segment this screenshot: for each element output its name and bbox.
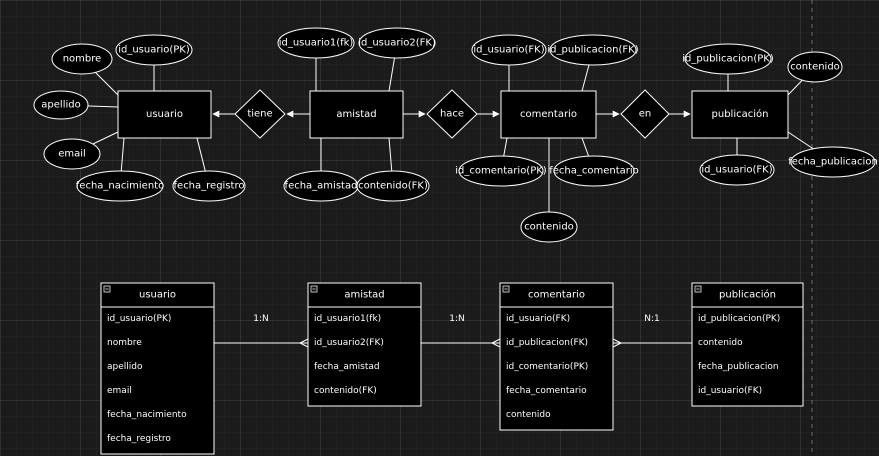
attribute-a_id1[interactable] xyxy=(277,27,355,59)
attribute-u_apellido[interactable] xyxy=(33,90,89,120)
er-diagram: id_usuario(PK)nombre apellido email fecha_n… xyxy=(33,27,878,243)
attribute-c_cont[interactable] xyxy=(520,211,578,243)
crowfoot-mark xyxy=(299,342,309,348)
attribute-u_id[interactable] xyxy=(115,34,193,66)
table-title: publicación xyxy=(719,289,776,301)
relationship-label: tiene xyxy=(247,109,272,120)
attribute-label: id_usuario2(FK) xyxy=(358,38,436,49)
table-field: id_usuario(PK) xyxy=(107,314,171,324)
attribute-label: id_publicacion(FK) xyxy=(547,45,638,56)
attribute-label: contenido xyxy=(524,222,574,233)
entity-publicacion[interactable] xyxy=(691,90,789,139)
table-comentario[interactable]: comentario id_usuario(FK) id_publicacion(F… xyxy=(499,282,614,431)
table-field: fecha_publicacion xyxy=(698,362,779,372)
table-frame xyxy=(307,282,422,407)
attribute-label: id_usuario(FK) xyxy=(701,165,772,176)
attribute-p_iduser[interactable] xyxy=(699,154,775,186)
table-title: usuario xyxy=(139,290,176,301)
attribute-u_email[interactable] xyxy=(43,138,101,170)
attribute-u_reg[interactable] xyxy=(172,170,246,202)
table-frame xyxy=(691,282,804,407)
attribute-u_nac[interactable] xyxy=(76,170,164,202)
table-field: contenido xyxy=(506,410,551,420)
attribute-c_iduser[interactable] xyxy=(471,34,547,66)
attribute-label: apellido xyxy=(41,100,80,111)
attribute-label: fecha_nacimiento xyxy=(76,181,164,192)
table-usuario[interactable]: usuario id_usuario(PK)nombre apellido email… xyxy=(100,282,215,455)
relationship-label: hace xyxy=(440,109,464,120)
table-field: fecha_nacimiento xyxy=(107,410,187,420)
attribute-label: fecha_publicacion xyxy=(788,157,878,168)
table-frame xyxy=(100,282,215,455)
table-field: id_comentario(PK) xyxy=(506,362,588,372)
entity-label: amistad xyxy=(336,109,376,120)
attribute-label: nombre xyxy=(63,54,102,65)
attribute-p_id[interactable] xyxy=(684,43,772,75)
attribute-label: contenido xyxy=(790,62,840,73)
cardinality-label: 1:N xyxy=(449,314,465,324)
crowfoot-mark xyxy=(491,342,501,348)
crowfoot-mark xyxy=(491,338,501,344)
cardinality-label: 1:N xyxy=(253,314,269,324)
crowfoot-mark xyxy=(299,338,309,344)
table-field: apellido xyxy=(107,362,143,372)
attribute-label: contenido(FK) xyxy=(358,181,428,192)
attribute-label: fecha_registro xyxy=(174,181,245,192)
entity-label: comentario xyxy=(520,109,577,120)
attribute-label: email xyxy=(58,149,86,160)
table-field: id_usuario2(FK) xyxy=(314,338,384,348)
cardinality-label: N:1 xyxy=(644,314,660,324)
table-field: contenido(FK) xyxy=(314,386,377,396)
crowfoot-mark xyxy=(612,338,622,344)
attribute-label: id_usuario(FK) xyxy=(473,45,544,56)
table-field: fecha_amistad xyxy=(314,362,380,372)
entity-usuario[interactable] xyxy=(117,90,212,139)
table-field: id_publicacion(PK) xyxy=(698,314,780,324)
attribute-a_id2[interactable] xyxy=(358,27,436,59)
attribute-label: fecha_amistad xyxy=(285,181,358,192)
table-field: id_usuario(FK) xyxy=(698,386,762,396)
table-field: id_publicacion(FK) xyxy=(506,338,588,348)
relationship-tiene[interactable] xyxy=(234,89,286,139)
attribute-label: id_publicacion(PK) xyxy=(682,54,774,65)
relational-diagram: usuario id_usuario(PK)nombre apellido email… xyxy=(100,282,804,455)
relationship-en[interactable] xyxy=(620,89,670,139)
table-field: id_usuario(FK) xyxy=(506,314,570,324)
attribute-label: id_usuario(PK) xyxy=(118,45,190,56)
table-field: contenido xyxy=(698,338,743,348)
attribute-a_cont[interactable] xyxy=(356,170,430,202)
table-title: amistad xyxy=(344,290,384,301)
attribute-label: id_comentario(PK) xyxy=(455,166,547,177)
attribute-c_fecha[interactable] xyxy=(553,155,635,187)
attribute-c_idcom[interactable] xyxy=(458,155,544,187)
table-publicacion[interactable]: publicación id_publicacion(PK) contenido fe… xyxy=(691,282,804,407)
entity-label: publicación xyxy=(712,108,769,120)
entity-comentario[interactable] xyxy=(500,90,597,139)
table-field: fecha_registro xyxy=(107,434,171,444)
table-field: nombre xyxy=(107,338,142,348)
attribute-label: fecha_comentario xyxy=(549,166,639,177)
table-title: comentario xyxy=(528,290,585,301)
attribute-label: id_usuario1(fk) xyxy=(279,38,354,49)
crowfoot-mark xyxy=(612,342,622,348)
attribute-p_fecha[interactable] xyxy=(790,146,876,178)
relationship-label: en xyxy=(639,109,652,120)
entity-label: usuario xyxy=(146,109,183,120)
table-field: id_usuario1(fk) xyxy=(314,314,381,324)
entity-amistad[interactable] xyxy=(309,90,404,139)
attribute-c_idpub[interactable] xyxy=(549,34,637,66)
attribute-p_cont[interactable] xyxy=(787,51,843,83)
relationship-hace[interactable] xyxy=(426,89,478,139)
table-frame xyxy=(499,282,614,431)
table-field: email xyxy=(107,386,132,396)
table-amistad[interactable]: amistad id_usuario1(fk) id_usuario2(FK)fec… xyxy=(307,282,422,407)
table-field: fecha_comentario xyxy=(506,386,587,396)
attribute-u_nombre[interactable] xyxy=(51,43,113,75)
